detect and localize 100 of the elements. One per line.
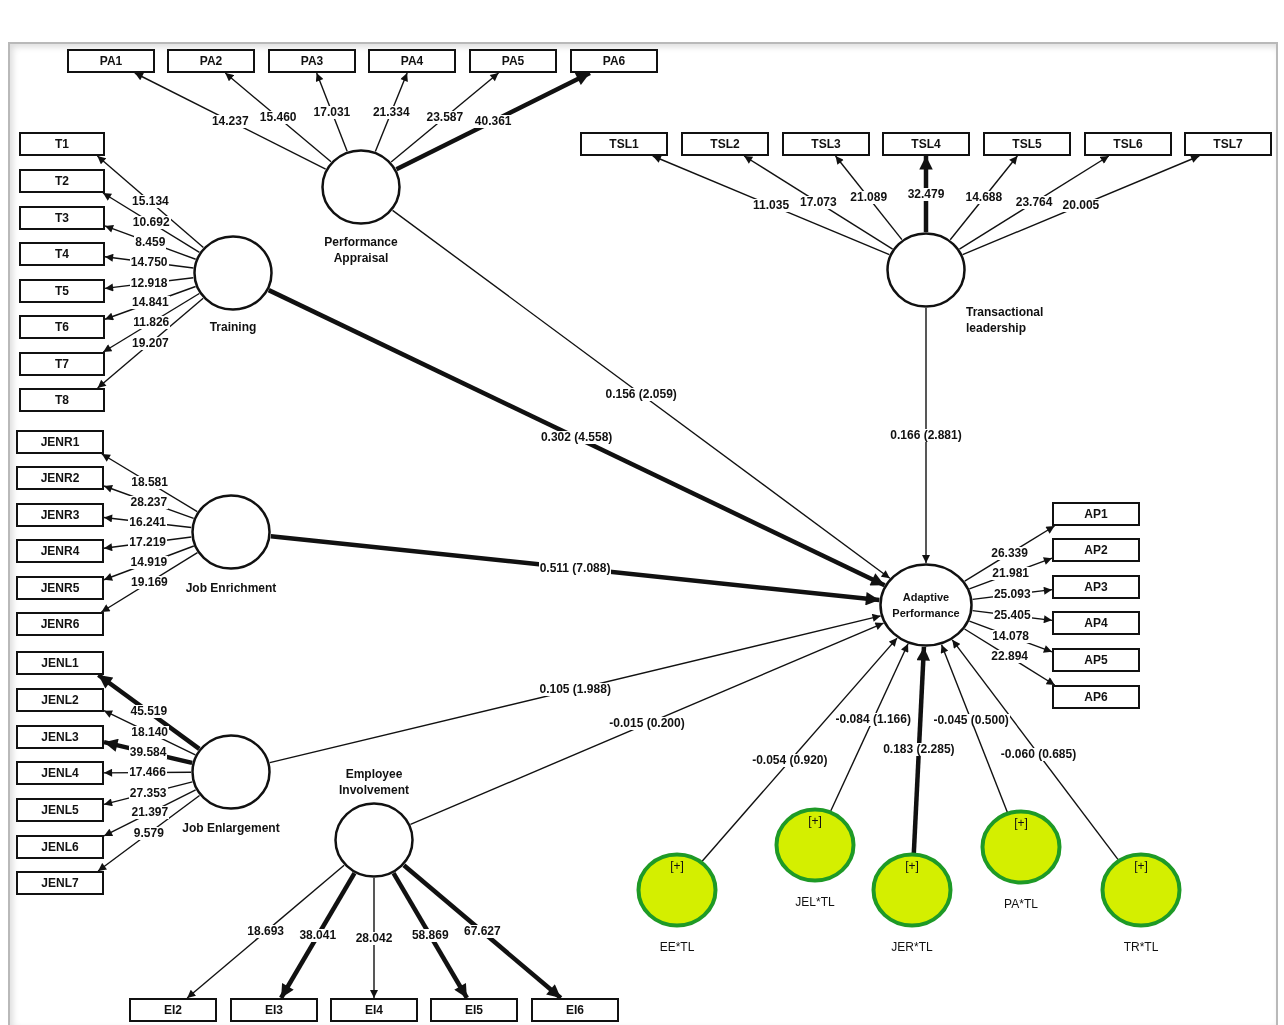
construct-label: Job Enrichment	[184, 580, 278, 596]
edge-label: 0.156 (2.059)	[604, 387, 678, 401]
indicator-box: JENR5	[16, 576, 104, 600]
arrow	[390, 72, 500, 163]
edge-label: -0.084 (1.166)	[834, 712, 912, 726]
edge-label: 0.105 (1.988)	[538, 682, 612, 696]
arrow	[652, 155, 891, 256]
indicator-box: AP1	[1052, 502, 1140, 526]
edge-label: 27.353	[128, 786, 168, 800]
arrow	[391, 872, 469, 1000]
moderator-label: TR*TL	[1122, 940, 1160, 954]
edge-label: 25.093	[992, 588, 1032, 601]
arrow	[911, 646, 930, 854]
indicator-box: JENL2	[16, 688, 104, 712]
construct-label: Employee Involvement	[338, 766, 410, 798]
arrow	[186, 864, 345, 999]
moderator-label: JEL*TL	[794, 895, 836, 909]
edge-label: 40.361	[473, 114, 513, 128]
arrow	[830, 643, 909, 812]
edge-label: 18.693	[246, 925, 285, 939]
indicator-box: PA3	[268, 49, 356, 73]
indicator-box: T3	[19, 206, 105, 230]
indicator-box: AP5	[1052, 648, 1140, 672]
expand-marker: [+]	[1013, 816, 1029, 830]
indicator-box: JENR4	[16, 539, 104, 563]
indicator-box: T6	[19, 315, 105, 339]
arrow	[958, 155, 1110, 250]
edge-label: -0.015 (0.200)	[608, 717, 686, 731]
edge-label: 18.140	[130, 726, 169, 740]
arrow	[267, 288, 886, 588]
edge-label: 19.169	[130, 575, 169, 589]
indicator-box: JENL1	[16, 651, 104, 675]
edge-label: 14.750	[129, 255, 169, 269]
edge-label: 38.041	[298, 929, 338, 943]
edge-label: 9.579	[132, 826, 165, 840]
edge-label: 23.587	[425, 111, 465, 124]
arrow	[951, 639, 1119, 861]
edge-label: 58.869	[410, 929, 450, 943]
edge-label: 26.339	[990, 547, 1029, 561]
arrow	[97, 673, 201, 751]
expand-marker: [+]	[669, 859, 685, 873]
indicator-box: JENR6	[16, 612, 104, 636]
indicator-box: TSL2	[681, 132, 769, 156]
arrow	[96, 155, 205, 249]
edge-label: 67.627	[463, 925, 502, 939]
edge-label: 17.073	[799, 196, 838, 210]
arrow	[395, 71, 591, 172]
indicator-box: PA4	[368, 49, 456, 73]
indicator-box: AP2	[1052, 538, 1140, 562]
indicator-box: AP4	[1052, 611, 1140, 635]
indicator-box: EI6	[531, 998, 619, 1022]
arrow	[919, 156, 933, 232]
edge-label: -0.045 (0.500)	[932, 713, 1010, 727]
indicator-box: TSL5	[983, 132, 1071, 156]
edge-label: 17.031	[312, 105, 352, 119]
indicator-box: JENR2	[16, 466, 104, 490]
edge-label: 32.479	[906, 187, 946, 201]
edge-label: -0.060 (0.685)	[999, 747, 1078, 761]
indicator-box: JENL4	[16, 761, 104, 785]
moderator-label: EE*TL	[658, 940, 696, 954]
edge-label: 14.237	[210, 114, 250, 128]
edge-label: 21.397	[130, 806, 170, 820]
construct-label: Training	[208, 319, 258, 335]
indicator-box: PA1	[67, 49, 155, 73]
construct-label: Job Enlargement	[181, 820, 281, 836]
edge-label: 11.826	[132, 316, 171, 330]
edge-label: 8.459	[134, 236, 167, 250]
indicator-box: EI2	[129, 998, 217, 1022]
indicator-box: EI3	[230, 998, 318, 1022]
moderator-label: JER*TL	[890, 940, 934, 954]
edge-label: 18.581	[130, 476, 169, 490]
arrow	[269, 613, 882, 764]
indicator-box: EI5	[430, 998, 518, 1022]
edge-label: 14.688	[964, 191, 1004, 205]
arrow	[369, 877, 379, 999]
expand-marker: [+]	[1133, 859, 1149, 873]
edge-label: 15.460	[258, 110, 298, 124]
edge-label: 23.764	[1014, 196, 1054, 210]
edge-label: 16.241	[128, 516, 167, 529]
edge-label: 25.405	[992, 609, 1032, 622]
edge-label: 19.207	[131, 336, 170, 350]
indicator-box: T7	[19, 352, 105, 376]
edge-label: -0.054 (0.920)	[751, 754, 829, 768]
edge-label: 20.005	[1061, 198, 1101, 212]
indicator-box: PA2	[167, 49, 255, 73]
edge-label: 0.302 (4.558)	[539, 431, 614, 445]
arrow	[270, 533, 880, 606]
arrow	[409, 622, 885, 826]
arrow	[279, 872, 357, 1000]
moderator-label: PA*TL	[1003, 897, 1039, 911]
edge-label: 12.918	[129, 276, 169, 290]
edge-label: 0.166 (2.881)	[889, 429, 963, 442]
arrow	[961, 155, 1200, 256]
indicator-box: TSL4	[882, 132, 970, 156]
arrow	[224, 72, 332, 163]
arrow	[743, 155, 894, 250]
construct-label: Adaptive Performance	[891, 590, 961, 621]
arrow	[391, 209, 891, 579]
indicator-box: AP3	[1052, 575, 1140, 599]
edge-label: 39.584	[128, 746, 168, 759]
